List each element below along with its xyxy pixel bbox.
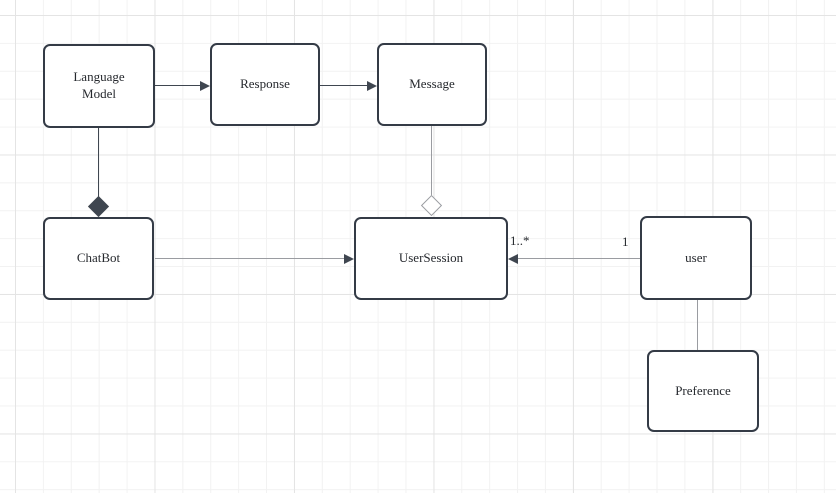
node-label: Preference: [675, 382, 731, 398]
edge-user-usersession[interactable]: [518, 257, 640, 259]
edge-languagemodel-response[interactable]: [155, 84, 201, 86]
arrowhead-icon: [344, 253, 354, 264]
arrowhead-icon: [200, 80, 210, 91]
edge-chatbot-usersession[interactable]: [155, 257, 345, 259]
multiplicity-label-source: 1: [622, 234, 629, 249]
edge-response-message[interactable]: [320, 84, 368, 86]
multiplicity-label-target: 1..*: [510, 233, 530, 248]
aggregation-diamond-icon: [420, 194, 443, 216]
node-label: Message: [409, 76, 455, 92]
node-usersession[interactable]: UserSession: [354, 217, 508, 300]
node-label: user: [685, 249, 707, 265]
node-preference[interactable]: Preference: [647, 350, 759, 432]
edge-user-preference[interactable]: [696, 300, 698, 350]
node-label: Response: [240, 76, 290, 92]
node-message[interactable]: Message: [377, 43, 487, 126]
node-label: Language Model: [73, 69, 125, 101]
node-response[interactable]: Response: [210, 43, 320, 126]
node-language-model[interactable]: Language Model: [43, 44, 155, 128]
arrowhead-icon: [508, 253, 518, 264]
edge-languagemodel-chatbot[interactable]: [97, 128, 99, 200]
composition-diamond-icon: [87, 195, 110, 218]
arrowhead-icon: [367, 80, 377, 91]
node-chatbot[interactable]: ChatBot: [43, 217, 154, 300]
node-label: ChatBot: [76, 250, 121, 266]
node-user[interactable]: user: [640, 216, 752, 300]
edge-message-usersession[interactable]: [430, 126, 432, 198]
node-label: UserSession: [398, 250, 464, 266]
